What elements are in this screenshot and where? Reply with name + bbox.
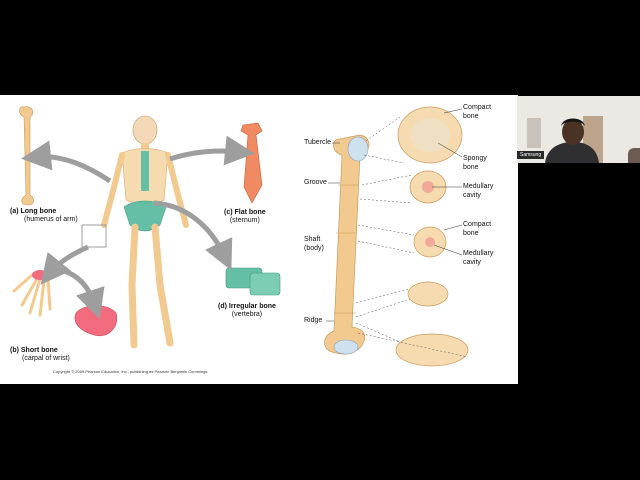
label-shaft-body: (body) — [304, 245, 324, 252]
flat-bone-illustration — [240, 122, 263, 204]
participant-video — [517, 96, 640, 163]
caption-flat-bone-sub: (sternum) — [229, 217, 260, 224]
label-shaft: Shaft — [304, 236, 321, 243]
caption-short-bone-title: (b) Short bone — [10, 347, 58, 354]
caption-flat-bone: (c) Flat bone (sternum) — [224, 209, 266, 225]
caption-irregular-bone-sub: (vertebra) — [231, 311, 263, 318]
participant-name-tag: Samsung — [517, 151, 545, 159]
label-ridge: Ridge — [304, 317, 323, 324]
label-lines — [326, 108, 463, 322]
label-compact-bone-2: Compact — [463, 221, 492, 228]
short-bone-illustration — [74, 305, 118, 337]
presentation-slide: (a) Long bone (humerus of arm) (c) Flat … — [0, 95, 518, 384]
caption-flat-bone-title: (c) Flat bone — [224, 209, 266, 216]
caption-short-bone: (b) Short bone (carpal of wrist) — [10, 347, 70, 363]
label-spongy-bone: Spongy — [463, 155, 487, 162]
label-medullary-cavity-2: Medullary — [463, 250, 494, 257]
caption-long-bone: (a) Long bone (humerus of arm) — [10, 208, 78, 224]
hand-illustration — [12, 273, 52, 317]
caption-long-bone-title: (a) Long bone — [10, 208, 57, 215]
arrows — [21, 135, 255, 320]
label-medullary-cavity-2b: cavity — [463, 259, 481, 266]
label-medullary-cavity-1b: cavity — [463, 192, 481, 199]
humerus-illustration — [324, 134, 370, 355]
caption-short-bone-sub: (carpal of wrist) — [22, 355, 70, 362]
long-bone-illustration — [19, 106, 34, 206]
bone-diagram — [12, 106, 469, 367]
label-tubercle: Tubercle — [304, 139, 331, 146]
guide-lines — [355, 116, 469, 358]
label-compact-bone-1b: bone — [463, 113, 479, 120]
label-medullary-cavity-1: Medullary — [463, 183, 494, 190]
label-groove: Groove — [304, 179, 327, 186]
caption-irregular-bone-title: (d) Irregular bone — [218, 303, 276, 310]
caption-irregular-bone: (d) Irregular bone (vertebra) — [218, 303, 276, 319]
skeleton-figure — [81, 115, 189, 349]
participant-thumbnail-edge — [628, 148, 640, 163]
copyright-text: Copyright © 2009 Pearson Education, Inc.… — [53, 369, 209, 374]
label-compact-bone-2b: bone — [463, 230, 479, 237]
label-compact-bone-1: Compact — [463, 104, 492, 111]
irregular-bone-illustration — [225, 267, 281, 296]
caption-long-bone-sub: (humerus of arm) — [24, 216, 78, 223]
label-spongy-bone-b: bone — [463, 164, 479, 171]
